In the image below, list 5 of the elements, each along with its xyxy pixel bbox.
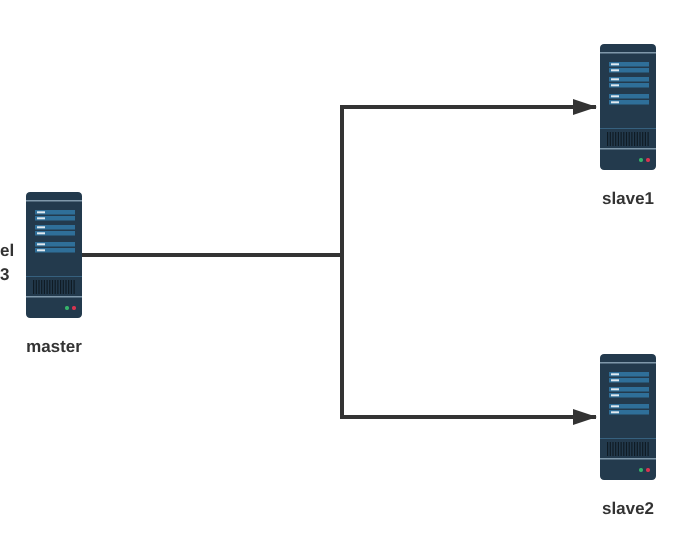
server-label: slave1 xyxy=(602,188,654,210)
server-label: master xyxy=(26,336,82,358)
server-label: slave2 xyxy=(602,498,654,520)
text-label: el xyxy=(0,240,14,262)
text-label: 3 xyxy=(0,264,10,286)
